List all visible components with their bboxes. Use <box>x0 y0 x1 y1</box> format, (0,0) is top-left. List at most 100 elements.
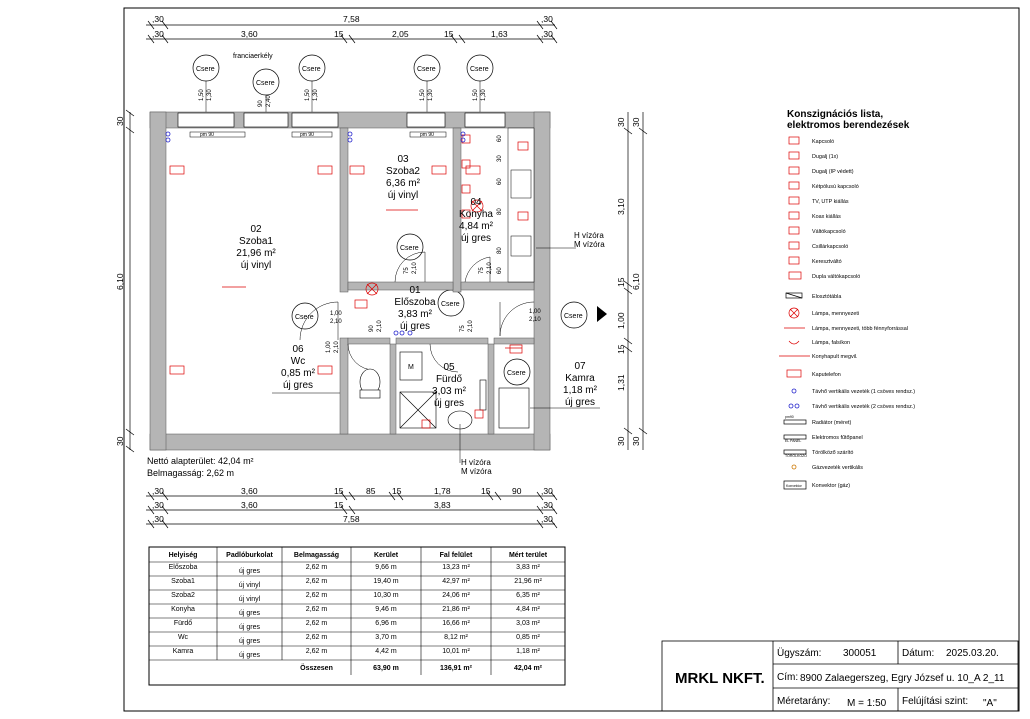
table-cell: 0,85 m² <box>516 634 540 641</box>
room-name-06: Wc <box>291 356 305 367</box>
m-vizora-label-1: M vízóra <box>574 240 605 249</box>
meretarany-label: Méretarány: <box>777 696 830 707</box>
dim-right-small-top: 30 <box>616 117 626 127</box>
table-cell: 2,62 m <box>306 578 328 585</box>
kitchen-dim-1: 60 <box>497 135 503 142</box>
room-name-07: Kamra <box>565 373 595 384</box>
table-cell: 3,03 m² <box>516 620 540 627</box>
legend-pipe-symbols <box>788 388 800 470</box>
win-dim-9: 1,50 <box>473 89 479 101</box>
csere-label-5: Csere <box>470 66 489 73</box>
table-cell: 2,62 m <box>306 564 328 571</box>
door-dims: 1,00 2,10 75 2,10 1,00 2,10 75 2,10 90 2… <box>326 262 541 353</box>
legend-items: Kapcsoló Dugalj (1x) Dugalj (IP védett) … <box>812 139 915 489</box>
legend-item-13: Lámpa, mennyezeti, több fénnyforrással <box>812 326 908 332</box>
csere-label-7: Csere <box>295 314 314 321</box>
win-dim-1: 1,50 <box>199 89 205 101</box>
dim-right-small-bottom: 30 <box>616 436 626 446</box>
legend-small-konvektor: Konvektor <box>786 484 803 488</box>
sanitary-fixtures <box>359 351 530 430</box>
h-vizora-label-2: H vízóra <box>461 458 491 467</box>
dim-bot1-part-2: 15 <box>334 486 344 496</box>
csere-label-1: Csere <box>196 66 215 73</box>
dim-top-small-left-2: ,30 <box>152 29 164 39</box>
legend-small-towel: TÖRÖLKÖZŐ <box>785 453 807 458</box>
kitchen-dim-2: 30 <box>497 155 503 162</box>
door-dim-5: 1,00 <box>326 341 332 353</box>
dim-top-part-1: 3,60 <box>241 29 258 39</box>
dim-bot2-part-2: 15 <box>334 500 344 510</box>
table-header: Kerület <box>374 552 399 559</box>
datum-label: Dátum: <box>902 648 934 659</box>
win-dim-2: 1,30 <box>207 89 213 101</box>
dim-left-small-bottom: 30 <box>115 436 125 446</box>
table-header: Mért terület <box>509 552 548 559</box>
table-cell: 2,62 m <box>306 592 328 599</box>
heating-pipes <box>165 131 466 336</box>
win-dim-3: 90 <box>258 100 264 107</box>
door-dim-10: 2,10 <box>377 320 383 332</box>
table-total-cell: 42,04 m² <box>514 665 543 672</box>
dim-bot2-part-3: 3,83 <box>434 500 451 510</box>
dim-top-part-3: 2,05 <box>392 29 409 39</box>
room-floor-03: új vinyl <box>388 190 419 201</box>
door-dim-11: 75 <box>460 325 466 332</box>
table-cell: új gres <box>239 652 261 659</box>
room-name-05: Fürdő <box>436 374 463 385</box>
room-label-lines <box>272 247 600 463</box>
dim-right-part-3: 1,00 <box>616 312 626 329</box>
legend-title-1: Konszignációs lista, <box>787 109 883 120</box>
table-cell: 9,66 m <box>375 564 397 571</box>
dim-bot1-part-5: 1,78 <box>434 486 451 496</box>
table-cell: 10,01 m² <box>442 648 470 655</box>
table-total-cell: 63,90 m <box>373 665 399 672</box>
door-dim-6: 2,10 <box>334 341 340 353</box>
door-dim-7: 75 <box>479 267 485 274</box>
ceiling-height: Belmagasság: 2,62 m <box>147 468 234 478</box>
m-vizora-label-2: M vízóra <box>461 467 492 476</box>
table-cell: 13,23 m² <box>442 564 470 571</box>
legend-item-1: Kapcsoló <box>812 139 834 145</box>
dim-top-total: 7,58 <box>343 14 360 24</box>
door-dim-13: 1,00 <box>529 309 541 315</box>
dim-right-part-2: 15 <box>616 277 626 287</box>
room-floor-01: új gres <box>400 321 430 332</box>
table-cell: 8,12 m² <box>444 634 468 641</box>
legend-item-7: Váltókapcsoló <box>812 229 846 235</box>
csere-label-10: Csere <box>507 370 526 377</box>
table-cell: 24,06 m² <box>442 592 470 599</box>
table-cell: 10,30 m <box>373 592 398 599</box>
room-no-05: 05 <box>443 362 455 373</box>
table-cell: 16,66 m² <box>442 620 470 627</box>
room-name-04: Konyha <box>459 209 493 220</box>
legend-item-2: Dugalj (1x) <box>812 154 838 160</box>
legend-item-15: Konyhapult megvil. <box>812 354 858 360</box>
dim-top-small-left: ,30 <box>152 14 164 24</box>
csere-markers <box>192 54 588 386</box>
room-area-02: 21,96 m² <box>236 248 276 259</box>
rad-label-3: pm 90 <box>420 132 434 138</box>
legend-item-3: Dugalj (IP védett) <box>812 169 854 175</box>
room-no-04: 04 <box>470 197 482 208</box>
dim-right-small-bottom-2: 30 <box>631 436 641 446</box>
table-cell: 4,84 m² <box>516 606 540 613</box>
room-no-01: 01 <box>409 285 421 296</box>
csere-lines <box>205 81 481 113</box>
cim-label: Cím: <box>777 672 798 683</box>
dim-top-small-right: ,30 <box>541 14 553 24</box>
table-cell: 2,62 m <box>306 606 328 613</box>
door-dim-4: 2,10 <box>412 262 418 274</box>
title-block <box>661 640 1019 712</box>
room-area-07: 1,18 m² <box>563 385 598 396</box>
room-no-02: 02 <box>250 224 262 235</box>
room-floor-02: új vinyl <box>241 260 272 271</box>
table-total-label: Összesen <box>300 663 333 672</box>
table-cell: 19,40 m <box>373 578 398 585</box>
dim-bot3-small-right: ,30 <box>541 514 553 524</box>
csere-label-4: Csere <box>417 66 436 73</box>
table-cell: új gres <box>239 624 261 631</box>
dim-right-small-top-2: 30 <box>631 117 641 127</box>
win-dim-7: 1,50 <box>420 89 426 101</box>
csere-label-2: Csere <box>256 80 275 87</box>
sheet-border <box>123 7 1020 712</box>
